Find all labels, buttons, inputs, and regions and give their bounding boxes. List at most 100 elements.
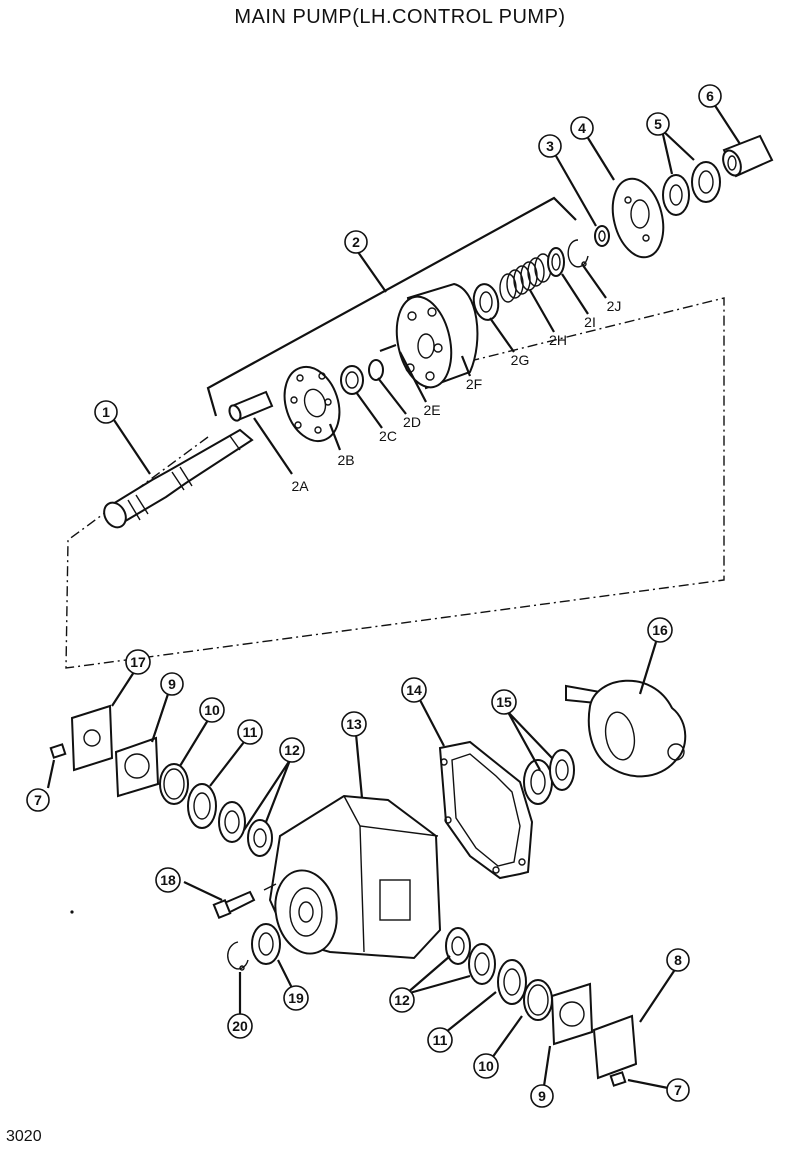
callout-12-upper: 12 <box>279 737 305 763</box>
label-2c: 2C <box>379 428 397 444</box>
callout-6-label: 6 <box>706 88 714 104</box>
page-number: 3020 <box>6 1128 42 1145</box>
cylinder-block-2f-part <box>395 282 479 390</box>
bearing-12-lower-part <box>445 927 496 985</box>
callout-13-label: 13 <box>346 716 362 732</box>
callout-18-label: 18 <box>160 872 176 888</box>
bearing-12-upper-part <box>218 801 273 857</box>
callout-14: 14 <box>401 677 427 703</box>
callout-15: 15 <box>491 689 517 715</box>
head-cover-16-part <box>565 679 687 778</box>
callout-17: 17 <box>125 649 151 675</box>
cover-8-part <box>592 1014 638 1080</box>
callout-10-upper-label: 10 <box>204 702 220 718</box>
spring-2h-part <box>499 253 552 303</box>
callout-9-upper: 9 <box>160 672 184 696</box>
swash-plate-4-part <box>611 177 665 259</box>
callout-10-lower-label: 10 <box>478 1058 494 1074</box>
gasket-9-lower-part <box>550 982 594 1046</box>
callout-16: 16 <box>647 617 673 643</box>
callout-15-label: 15 <box>496 694 512 710</box>
o-ring-10-lower-part <box>523 979 553 1021</box>
callout-16-label: 16 <box>652 622 668 638</box>
label-2e: 2E <box>423 402 440 418</box>
spacer-11-upper-part <box>187 783 217 829</box>
label-2j: 2J <box>607 298 622 314</box>
callout-7-lower: 7 <box>666 1078 690 1102</box>
snap-ring-20-part <box>227 941 249 971</box>
callout-2-label: 2 <box>352 234 360 250</box>
plug-7-upper-part <box>49 743 67 759</box>
callout-1: 1 <box>94 400 118 424</box>
callout-11-lower-label: 11 <box>433 1032 448 1048</box>
o-ring-10-upper-part <box>159 763 189 805</box>
callout-11-upper-label: 11 <box>243 724 258 740</box>
bearing-5-part <box>662 161 721 216</box>
leader-2 <box>357 251 387 293</box>
pin-2a-part <box>228 390 274 422</box>
cover-17-part <box>70 704 114 772</box>
callout-17-label: 17 <box>130 654 146 670</box>
ring-3-part <box>594 225 610 247</box>
callout-7-upper: 7 <box>26 788 50 812</box>
callout-3-label: 3 <box>546 138 554 154</box>
callout-18: 18 <box>155 867 181 893</box>
leader-lines <box>46 103 741 1090</box>
callout-9-upper-label: 9 <box>168 676 176 692</box>
callout-20-label: 20 <box>232 1018 248 1034</box>
pump-housing-13-part <box>263 794 442 960</box>
stray-dot <box>70 910 74 914</box>
callout-19: 19 <box>283 985 309 1011</box>
label-2g: 2G <box>511 352 530 368</box>
callout-5-label: 5 <box>654 116 662 132</box>
callout-12-lower: 12 <box>389 987 415 1013</box>
assembly-boundary-line <box>65 297 725 669</box>
callout-6: 6 <box>698 84 722 108</box>
plug-7-lower-part <box>609 1071 627 1087</box>
callout-9-lower: 9 <box>530 1084 554 1108</box>
callout-2: 2 <box>344 230 368 254</box>
washer-2i-part <box>547 247 565 277</box>
snap-ring-2j-part <box>567 239 589 268</box>
callout-11-upper: 11 <box>237 719 263 745</box>
label-2d: 2D <box>403 414 421 430</box>
page-title: MAIN PUMP(LH.CONTROL PUMP) <box>234 6 566 28</box>
callout-12-upper-label: 12 <box>284 742 300 758</box>
callout-7-upper-label: 7 <box>34 792 42 808</box>
shaft-part <box>103 428 254 529</box>
spherical-bush-2c-part <box>340 365 364 395</box>
callout-3: 3 <box>538 134 562 158</box>
callout-13: 13 <box>341 711 367 737</box>
label-2h: 2H <box>549 332 567 348</box>
callout-10-upper: 10 <box>199 697 225 723</box>
retainer-plate-2b-part <box>283 365 341 443</box>
callout-10-lower: 10 <box>473 1053 499 1079</box>
callout-20: 20 <box>227 1013 253 1039</box>
callout-12-lower-label: 12 <box>394 992 410 1008</box>
label-2f: 2F <box>466 376 482 392</box>
label-2b: 2B <box>337 452 354 468</box>
oil-seal-19-part <box>251 923 281 965</box>
pin-2e-part <box>379 343 397 353</box>
bearing-15-part <box>523 749 575 805</box>
label-2i: 2I <box>584 314 596 330</box>
callout-7-lower-label: 7 <box>674 1082 682 1098</box>
collar-2d-part <box>368 359 384 381</box>
callout-4: 4 <box>570 116 594 140</box>
callout-8: 8 <box>666 948 690 972</box>
callout-4-label: 4 <box>578 120 586 136</box>
washer-2g-part <box>472 283 500 321</box>
group-2-bracket <box>206 196 577 417</box>
callout-8-label: 8 <box>674 952 682 968</box>
gasket-9-upper-part <box>114 736 160 798</box>
spacer-11-lower-part <box>497 959 527 1005</box>
callout-19-label: 19 <box>288 990 304 1006</box>
bolt-18-part <box>212 890 256 920</box>
label-2a: 2A <box>291 478 309 494</box>
sleeve-6-part <box>722 134 774 178</box>
callout-14-label: 14 <box>406 682 422 698</box>
callout-5: 5 <box>646 112 670 136</box>
callout-11-lower: 11 <box>427 1027 453 1053</box>
callout-9-lower-label: 9 <box>538 1088 546 1104</box>
